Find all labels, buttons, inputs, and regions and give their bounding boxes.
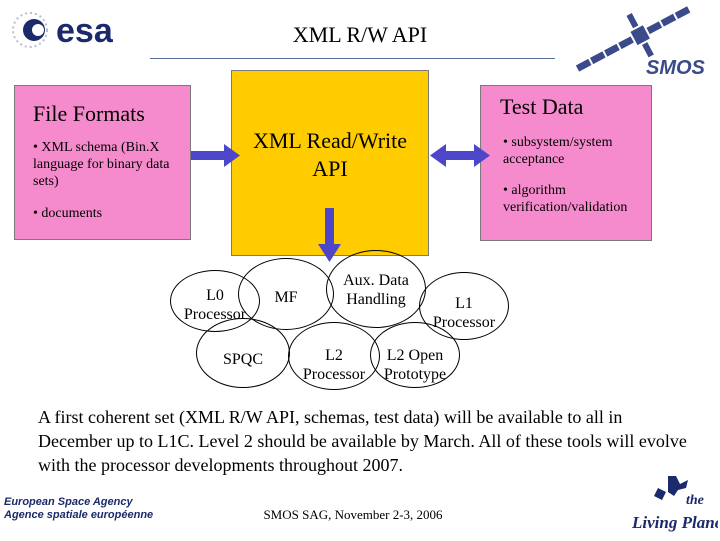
arrow-left-head [224,144,240,167]
file-formats-bullet-schema: • XML schema (Bin.X language for binary … [33,140,170,189]
living-planet-icon [654,476,688,500]
header-divider [150,58,555,59]
agency-name-en: European Space Agency [4,496,133,508]
file-formats-bullet-documents: • documents [33,206,103,221]
aux-data-label: Aux. Data Handling [326,271,426,309]
l1-label-line2: Processor [432,314,496,331]
l2-label-line2: Processor [302,366,366,383]
arrow-down-shaft [325,208,334,248]
l1-processor-ellipse [419,272,509,340]
living-planet-text: Living Planet [631,513,718,532]
living-planet-the: the [686,493,704,508]
l2open-label-line2: Prototype [383,366,447,383]
file-formats-box [14,85,191,240]
page-title: XML R/W API [292,22,428,47]
l2open-label-line1: L2 Open [386,347,444,364]
xml-api-label-line2: API [312,156,348,181]
l2-open-prototype-label: L2 Open Prototype [370,346,460,384]
l2-processor-label: L2 Processor [288,346,380,384]
arrow-left-shaft [191,151,227,160]
l2-label-line1: L2 [325,347,343,364]
file-formats-heading: File Formats [33,101,145,126]
xml-api-label-line1: XML Read/Write [252,128,408,153]
test-data-bullet-verification: • algorithm verification/validation [503,183,628,215]
footer-event: SMOS SAG, November 2-3, 2006 [263,507,443,522]
aux-label-line2: Handling [346,291,406,308]
arrow-right-head-left [430,144,446,167]
agency-name-fr: Agence spatiale européenne [4,509,154,521]
arrow-right-head-right [474,144,490,167]
esa-logo: esa [6,8,146,52]
l2-open-prototype-ellipse [370,322,460,388]
living-planet-logo: the Living Planet [628,470,720,536]
esa-agency-name: European Space Agency Agence spatiale eu… [4,496,164,530]
esa-logo-text: esa [56,12,114,50]
spqc-label: SPQC [222,351,264,368]
summary-paragraph: A first coherent set (XML R/W API, schem… [38,407,687,475]
test-data-box [480,85,652,241]
arrow-right-shaft [444,151,476,160]
smos-logo-text: SMOS [646,57,706,79]
test-data-heading: Test Data [500,94,584,119]
l0-label-line1: L0 [206,287,224,304]
l1-label-line1: L1 [455,295,473,312]
xml-api-label: XML Read/Write API [231,127,429,183]
arrow-down-head [318,244,341,262]
smos-logo: SMOS [560,2,720,82]
aux-label-line1: Aux. Data [343,272,409,289]
test-data-bullet-acceptance: • subsystem/system acceptance [503,135,613,167]
l1-processor-label: L1 Processor [419,294,509,332]
mf-label: MF [274,289,298,306]
